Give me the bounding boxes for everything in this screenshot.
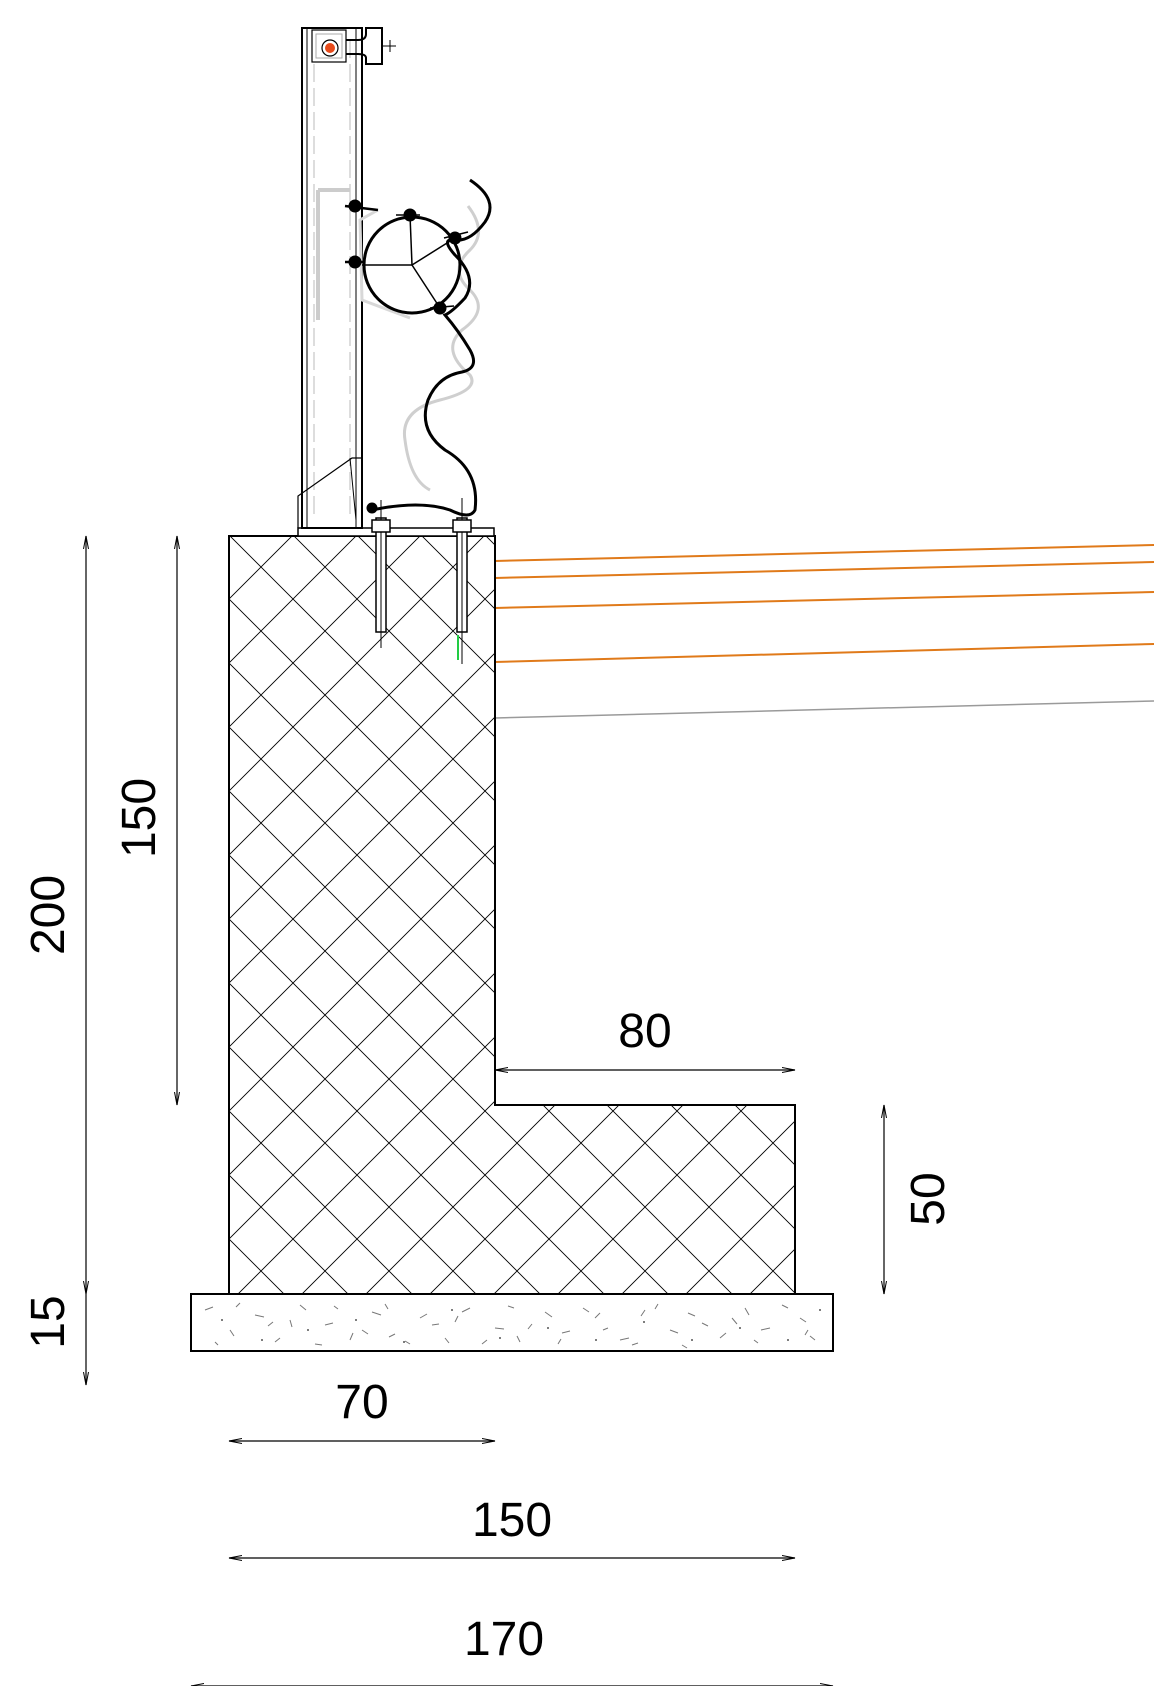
post bbox=[301, 27, 363, 529]
dim-label-wall-height: 150 bbox=[113, 778, 166, 858]
dim-label-base-thickness: 15 bbox=[22, 1295, 75, 1348]
reinforcement-lines bbox=[494, 544, 1154, 663]
ground-line bbox=[494, 700, 1154, 719]
dim-label-heel-height: 50 bbox=[902, 1172, 955, 1225]
dim-label-footing-width: 150 bbox=[472, 1494, 552, 1547]
anchor-bolt-icon bbox=[371, 498, 472, 664]
dim-label-total-height: 200 bbox=[22, 875, 75, 955]
dim-label-stem-width: 70 bbox=[335, 1376, 388, 1429]
wall-section bbox=[228, 535, 796, 1295]
base-plate bbox=[297, 527, 495, 537]
dim-label-heel-length: 80 bbox=[618, 1005, 671, 1058]
dim-label-blinding-width: 170 bbox=[464, 1613, 544, 1666]
blinding-layer bbox=[190, 1293, 834, 1352]
guardrail-barrier-icon bbox=[297, 27, 495, 537]
